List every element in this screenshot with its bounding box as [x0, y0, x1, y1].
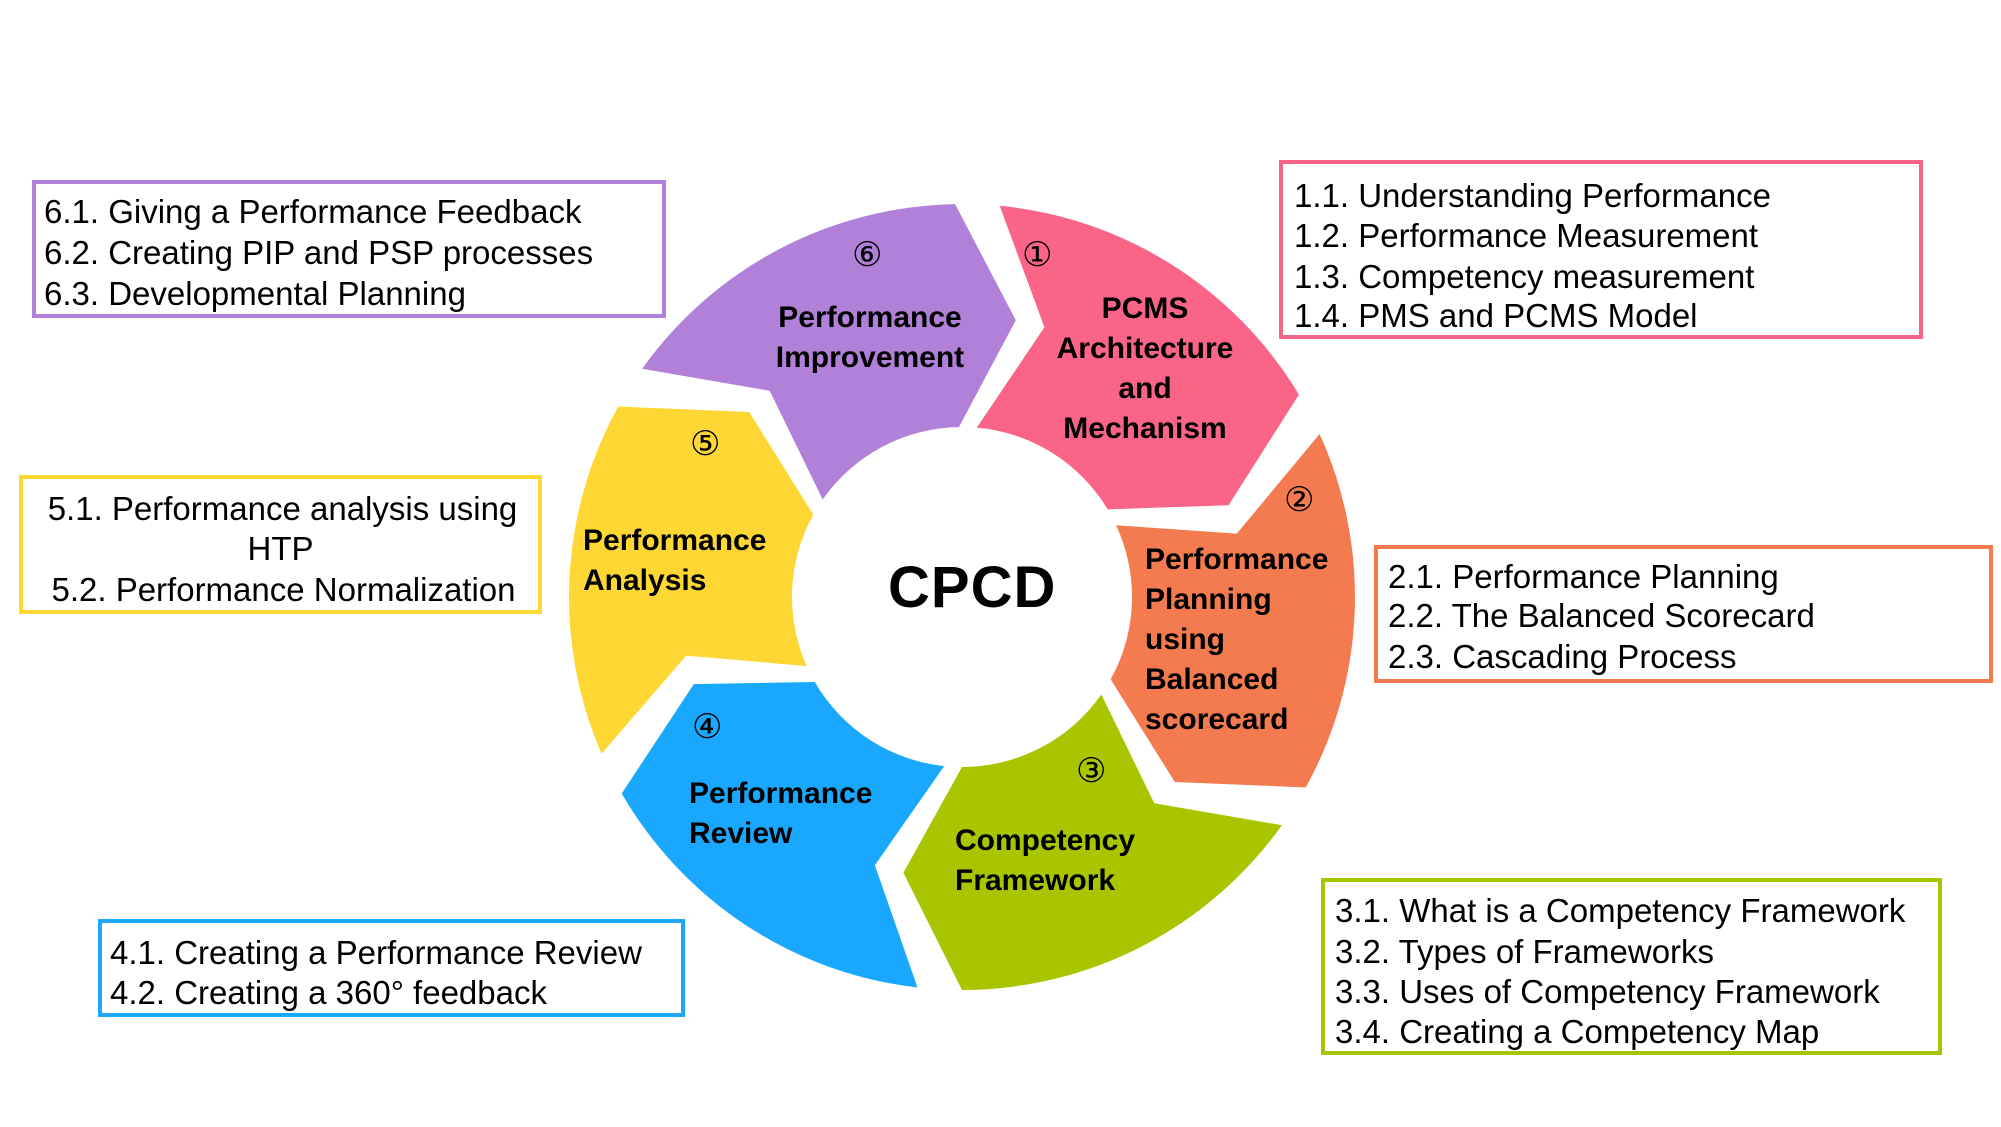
segment-6-label: Performance Improvement — [760, 298, 980, 378]
topic-item: 2.1. Performance Planning — [1388, 558, 1779, 595]
segment-1-label-line: Mechanism — [1063, 412, 1227, 445]
segment-5-label-line: Performance — [583, 524, 767, 557]
topic-item: HTP — [247, 530, 314, 567]
segment-5-shape — [569, 406, 814, 754]
segment-3-label-line: Framework — [955, 864, 1116, 897]
topic-item: 1.4. PMS and PCMS Model — [1294, 297, 1698, 334]
topic-item: 3.1. What is a Competency Framework — [1335, 892, 1906, 929]
topics-box-5: 5.1. Performance analysis using HTP 5.2.… — [19, 475, 542, 614]
topic-item: 4.1. Creating a Performance Review — [110, 934, 642, 971]
segment-4-label-line: Performance — [689, 777, 873, 810]
topic-item: 4.2. Creating a 360° feedback — [110, 974, 547, 1011]
topics-box-1: 1.1. Understanding Performance 1.2. Perf… — [1279, 160, 1923, 339]
topics-box-2: 2.1. Performance Planning 2.2. The Balan… — [1374, 545, 1993, 683]
segment-1-label-line: Architecture — [1056, 332, 1234, 365]
segment-2-number-icon: ② — [1284, 480, 1315, 520]
segment-3-number-icon: ③ — [1076, 751, 1107, 791]
segment-3-label: Competency Framework — [955, 821, 1135, 901]
topic-item: 1.2. Performance Measurement — [1294, 217, 1759, 254]
topic-item: 2.2. The Balanced Scorecard — [1388, 597, 1815, 634]
topic-item: 2.3. Cascading Process — [1388, 638, 1737, 675]
segment-6-label-line: Performance — [778, 301, 962, 334]
topics-box-6: 6.1. Giving a Performance Feedback 6.2. … — [32, 180, 666, 318]
center-title: CPCD — [888, 555, 1057, 620]
segment-6-number-icon: ⑥ — [852, 235, 883, 275]
segment-4-number-icon: ④ — [692, 707, 723, 747]
segment-6-shape — [642, 204, 1016, 500]
topic-item: 3.2. Types of Frameworks — [1335, 933, 1715, 970]
topic-item: 1.3. Competency measurement — [1294, 258, 1755, 295]
topics-box-4: 4.1. Creating a Performance Review 4.2. … — [98, 919, 685, 1017]
topic-item: 6.2. Creating PIP and PSP processes — [44, 234, 594, 271]
segment-2-label-line: using — [1145, 623, 1225, 656]
segment-2-shape — [1110, 434, 1355, 788]
segment-4-label: Performance Review — [689, 774, 872, 854]
segment-2-label: Performance Planning using Balanced scor… — [1145, 540, 1328, 740]
segment-4-label-line: Review — [689, 817, 793, 850]
segment-1-number-icon: ① — [1022, 235, 1053, 275]
segment-4-shape — [621, 682, 945, 988]
segment-2-label-line: Planning — [1145, 583, 1272, 616]
topic-item: 5.1. Performance analysis using — [47, 490, 518, 527]
topic-item: 3.3. Uses of Competency Framework — [1335, 973, 1880, 1010]
segment-2-label-line: Balanced — [1145, 663, 1279, 696]
segment-5-label-line: Analysis — [583, 564, 707, 597]
segment-2-label-line: Performance — [1145, 543, 1329, 576]
topic-item: 3.4. Creating a Competency Map — [1335, 1013, 1820, 1050]
topic-item: 6.3. Developmental Planning — [44, 275, 466, 312]
segment-6-label-line: Improvement — [775, 341, 965, 374]
topic-item: 5.2. Performance Normalization — [51, 571, 516, 608]
segment-1-label-line: PCMS — [1101, 292, 1189, 325]
segment-3-label-line: Competency — [955, 824, 1136, 857]
segment-2-label-line: scorecard — [1145, 703, 1289, 736]
topic-item: 6.1. Giving a Performance Feedback — [44, 193, 582, 230]
segment-3-shape — [903, 694, 1282, 990]
segment-1-shape — [976, 205, 1299, 510]
segment-1-label: PCMS Architecture and Mechanism — [1045, 289, 1245, 449]
topics-box-3: 3.1. What is a Competency Framework 3.2.… — [1321, 878, 1942, 1055]
segment-1-label-line: and — [1118, 372, 1172, 405]
segment-5-number-icon: ⑤ — [690, 424, 721, 464]
topic-item: 1.1. Understanding Performance — [1294, 177, 1771, 214]
segment-5-label: Performance Analysis — [583, 521, 766, 601]
